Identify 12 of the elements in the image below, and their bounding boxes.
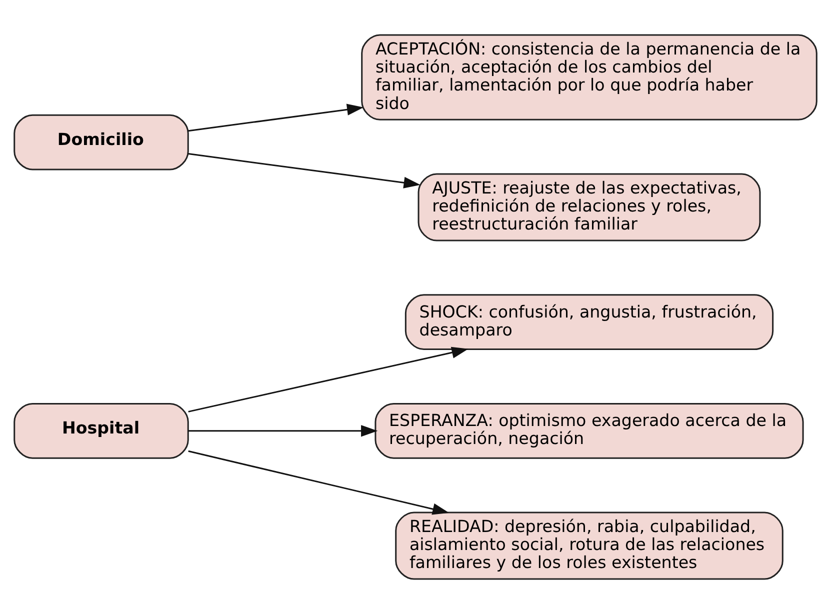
node-box: SHOCK: confusión, angustia, frustración, desamparo [404, 294, 774, 350]
node-box: ACEPTACIÓN: consistencia de la permanencia de la situación, aceptación de los cambios del familiar, lamentación por lo que podría haber sido [361, 34, 818, 120]
arrow [188, 450, 450, 515]
arrow [188, 104, 364, 132]
arrow [188, 153, 420, 188]
node-box: Hospital [14, 402, 189, 459]
node-box: ESPERANZA: optimismo exagerado acerca de la recuperación, negación [374, 402, 804, 459]
node-box: Domicilio [14, 114, 189, 170]
node-box: AJUSTE: reajuste de las expectativas, redefinición de relaciones y roles, reestructuración familiar [418, 173, 761, 242]
arrow [188, 425, 378, 437]
arrow [188, 346, 468, 412]
node-box: REALIDAD: depresión, rabia, culpabilidad, aislamiento social, rotura de las relaciones familiares y de los roles existentes [395, 512, 784, 580]
